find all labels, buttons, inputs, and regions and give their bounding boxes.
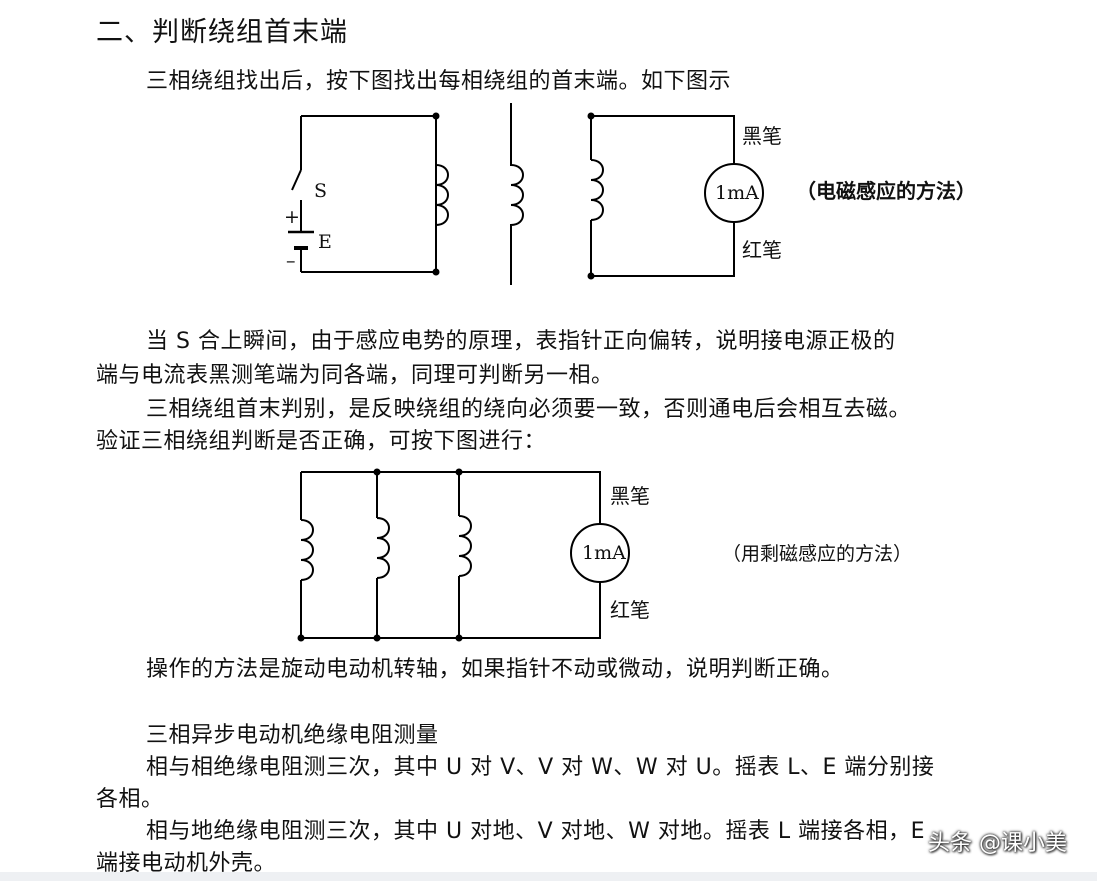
- black-pen-label-2: 黑笔: [610, 484, 650, 508]
- section-heading: 二、判断绕组首末端: [96, 17, 348, 48]
- paragraph-line: 三相绕组首末判别，是反映绕组的绕向必须要一致，否则通电后会相互去磁。: [146, 397, 912, 422]
- ammeter-label: 1mA: [715, 182, 759, 204]
- coil-2: [510, 103, 524, 285]
- sub-heading: 三相异步电动机绝缘电阻测量: [146, 723, 439, 748]
- coil-1: [435, 164, 449, 226]
- paragraph-line: 相与相绝缘电阻测三次，其中 U 对 V、V 对 W、W 对 U。摇表 L、E 端…: [146, 755, 935, 780]
- switch-label: S: [314, 180, 328, 202]
- paragraph-line: 当 S 合上瞬间，由于感应电势的原理，表指针正向偏转，说明接电源正极的: [146, 329, 896, 354]
- coil-c: [458, 515, 472, 577]
- plus-sign: +: [284, 206, 300, 228]
- black-pen-label: 黑笔: [742, 124, 782, 148]
- intro-paragraph: 三相绕组找出后，按下图找出每相绕组的首末端。如下图示: [146, 69, 732, 94]
- coil-a: [300, 519, 314, 581]
- bottom-strip: [0, 872, 1097, 881]
- paragraph-line: 各相。: [96, 787, 164, 812]
- paragraph-line: 端与电流表黑测笔端为同各端，同理可判断另一相。: [96, 363, 614, 388]
- paragraph-line: 相与地绝缘电阻测三次，其中 U 对地、V 对地、W 对地。摇表 L 端接各相，E: [146, 819, 926, 844]
- paragraph-line: 操作的方法是旋动电动机转轴，如果指针不动或微动，说明判断正确。: [146, 657, 844, 682]
- red-pen-label: 红笔: [742, 238, 782, 262]
- ammeter-label-2: 1mA: [582, 542, 626, 564]
- ammeter-2: [570, 523, 630, 583]
- minus-sign: –: [286, 250, 296, 272]
- red-pen-label-2: 红笔: [610, 598, 650, 622]
- battery-label: E: [318, 231, 332, 253]
- coil-b: [376, 517, 390, 579]
- paragraph-line: 验证三相绕组判断是否正确，可按下图进行：: [96, 429, 547, 454]
- method-label: （电磁感应的方法）: [796, 179, 976, 203]
- coil-3: [590, 159, 604, 221]
- paragraph-line: 端接电动机外壳。: [96, 851, 277, 876]
- watermark: 头条 @课小美: [928, 831, 1067, 856]
- method-label-2: （用剩磁感应的方法）: [722, 543, 913, 565]
- ammeter-1: [704, 163, 764, 223]
